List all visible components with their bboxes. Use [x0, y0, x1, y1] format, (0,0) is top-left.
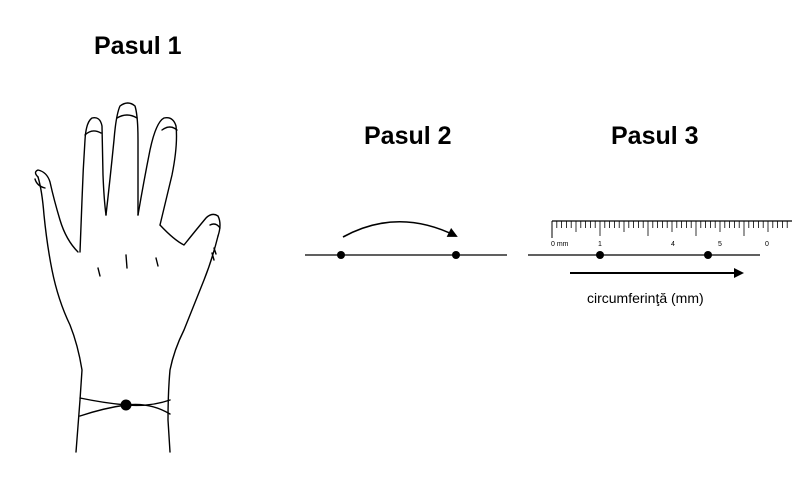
mark-dot-start: [337, 251, 345, 259]
step-3-illustration: 0 mm 1 4 5 0: [528, 220, 792, 278]
curved-arrow-icon: [342, 220, 458, 238]
ruler: 0 mm 1 4 5 0: [551, 220, 792, 248]
wrist-knot-dot: [120, 399, 132, 411]
step-1-title: Pasul 1: [94, 32, 182, 60]
ruler-mark-dot-start: [596, 251, 604, 259]
step-3-title: Pasul 3: [611, 122, 699, 150]
circumference-caption: circumferinţă (mm): [587, 290, 704, 306]
ruler-ticks: [551, 221, 788, 236]
step-2-illustration: [305, 220, 507, 259]
ruler-label-5: 5: [718, 241, 722, 248]
ruler-label-4: 4: [671, 241, 675, 248]
ruler-label-0-end: 0: [765, 241, 769, 248]
ruler-mark-dot-end: [704, 251, 712, 259]
mark-dot-end: [452, 251, 460, 259]
ruler-label-0mm: 0 mm: [551, 241, 569, 248]
hand-illustration: [34, 102, 221, 453]
step-2-title: Pasul 2: [364, 122, 452, 150]
ruler-label-1: 1: [598, 241, 602, 248]
